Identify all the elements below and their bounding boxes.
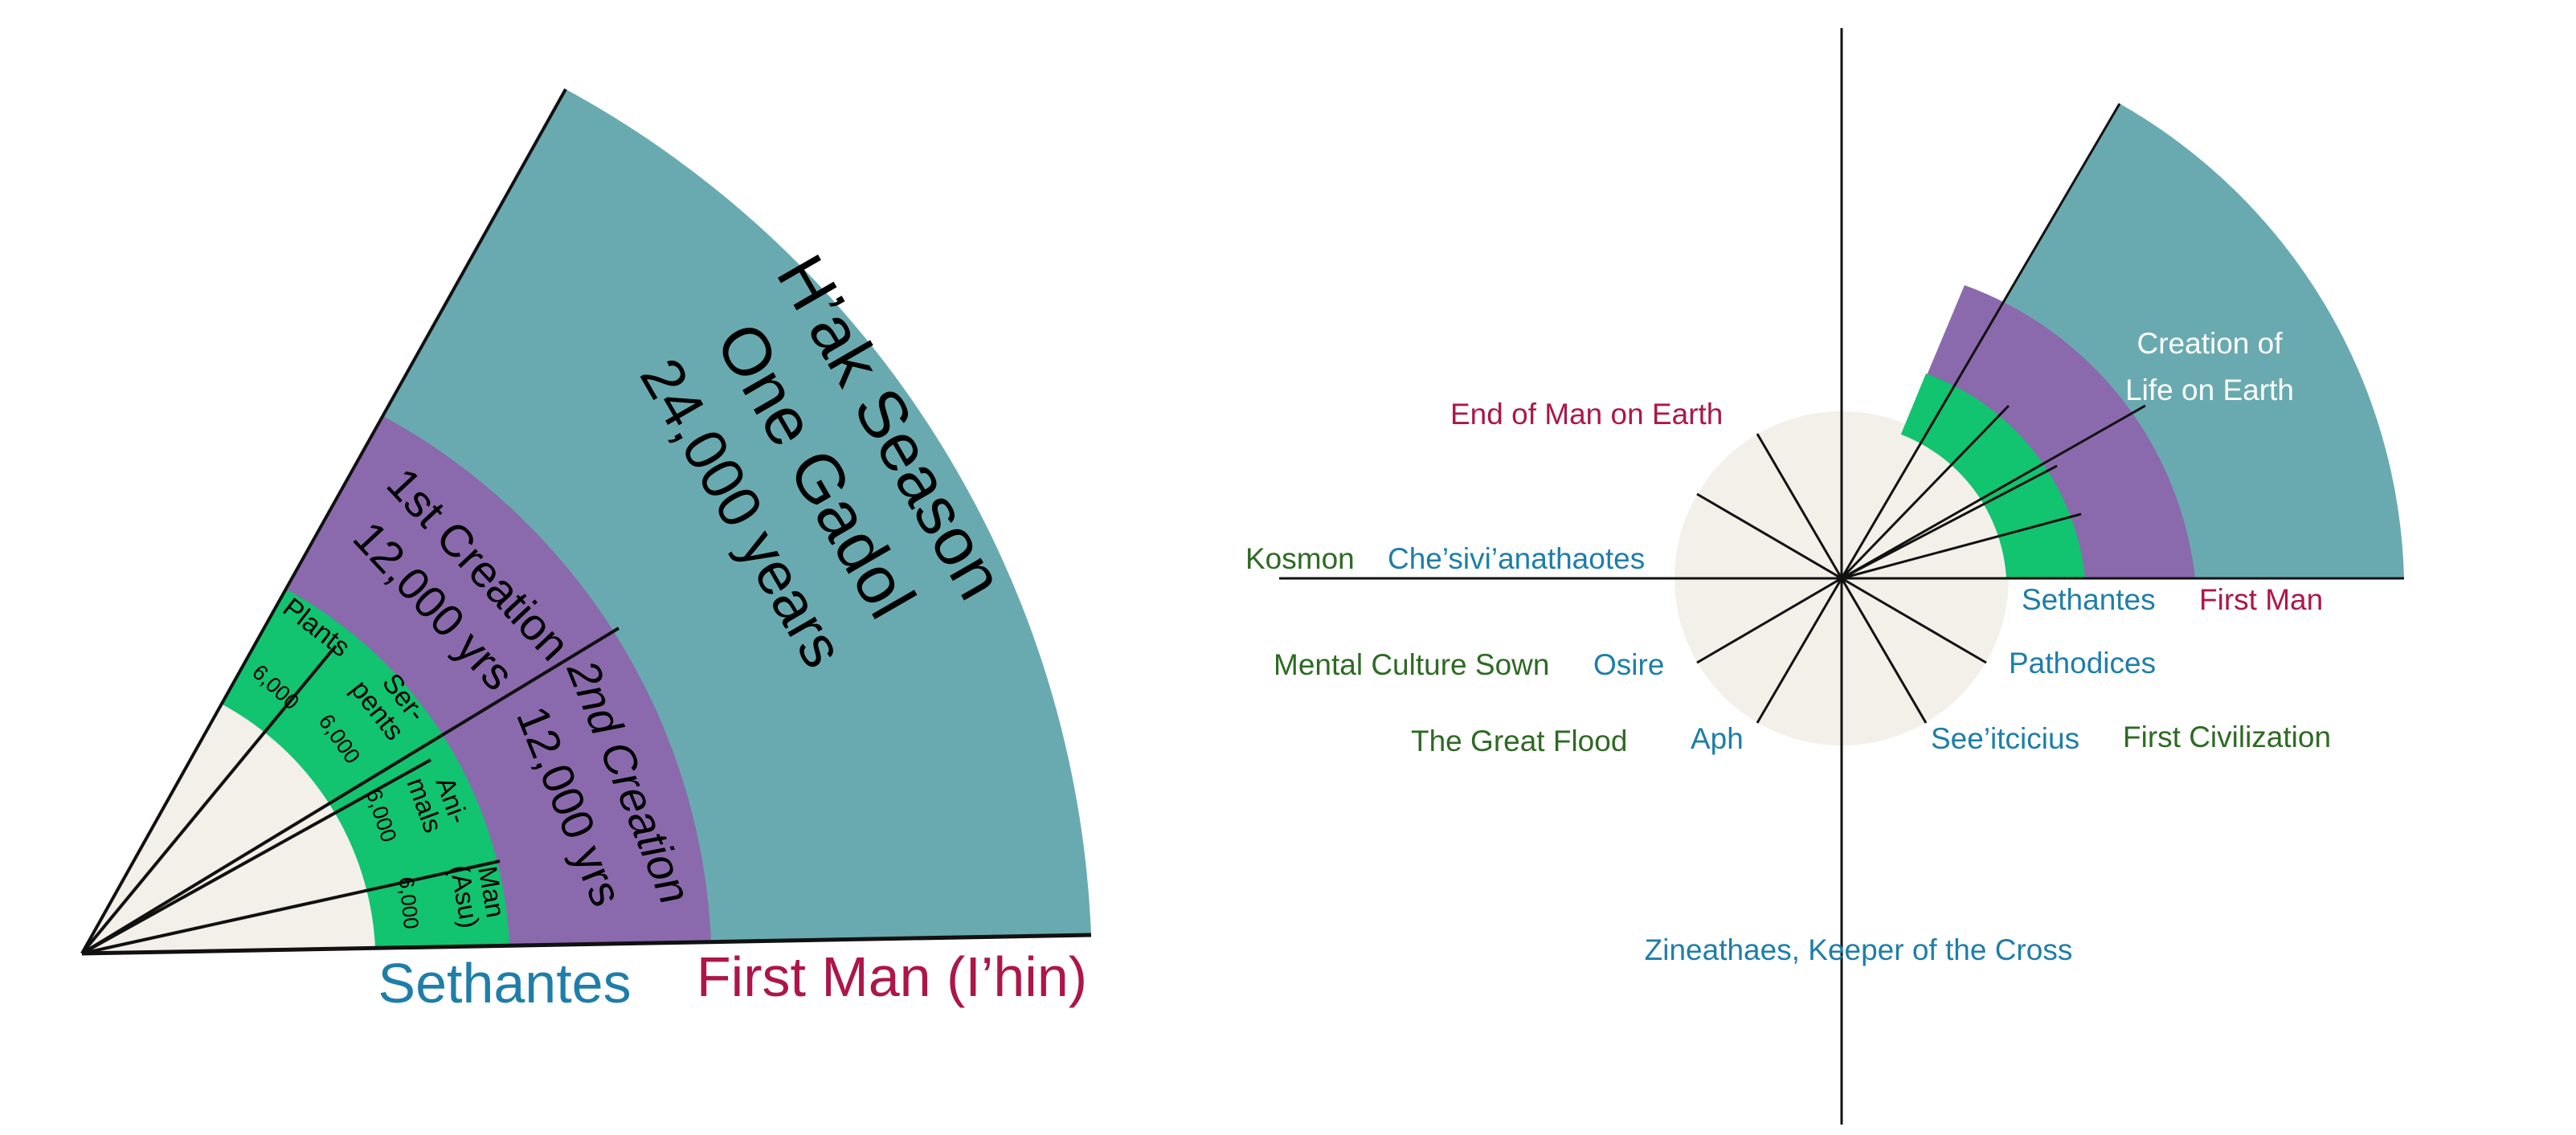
left-fan-diagram: H’ak Season One Gadol 24,000 years 1st C… [80, 88, 1092, 1015]
first-civilization-label: First Civilization [2123, 721, 2331, 753]
left-divider-lines [80, 88, 1092, 956]
chesivi-label: Che’sivi’anathaotes [1388, 542, 1645, 575]
sethantes-label-right: Sethantes [2022, 583, 2156, 616]
first-man-label-left: First Man (I’hin) [697, 945, 1087, 1008]
pathodices-label: Pathodices [2009, 647, 2156, 680]
mental-culture-label: Mental Culture Sown [1274, 648, 1549, 681]
inner-cream-sector [82, 704, 375, 953]
kosmon-label: Kosmon [1245, 542, 1355, 575]
sethantes-label-left: Sethantes [378, 952, 631, 1015]
creation-label-b: Life on Earth [2125, 374, 2294, 406]
man-years: 6,000 [395, 876, 424, 930]
right-cross-diagram: Creation of Life on Earth End of Man on … [1245, 28, 2404, 1125]
creation-label-a: Creation of [2137, 327, 2284, 360]
aph-label: Aph [1691, 722, 1744, 755]
first-man-label-right: First Man [2199, 583, 2323, 616]
zineathaes-label: Zineathaes, Keeper of the Cross [1645, 933, 2073, 966]
great-flood-label: The Great Flood [1411, 725, 1627, 757]
end-of-man-label: End of Man on Earth [1450, 398, 1723, 431]
right-axis-lines [1279, 28, 2404, 1125]
seeitcicius-label: See’itcicius [1931, 722, 2079, 755]
osire-label: Osire [1593, 648, 1664, 681]
right-inner-sector [1842, 433, 2006, 578]
